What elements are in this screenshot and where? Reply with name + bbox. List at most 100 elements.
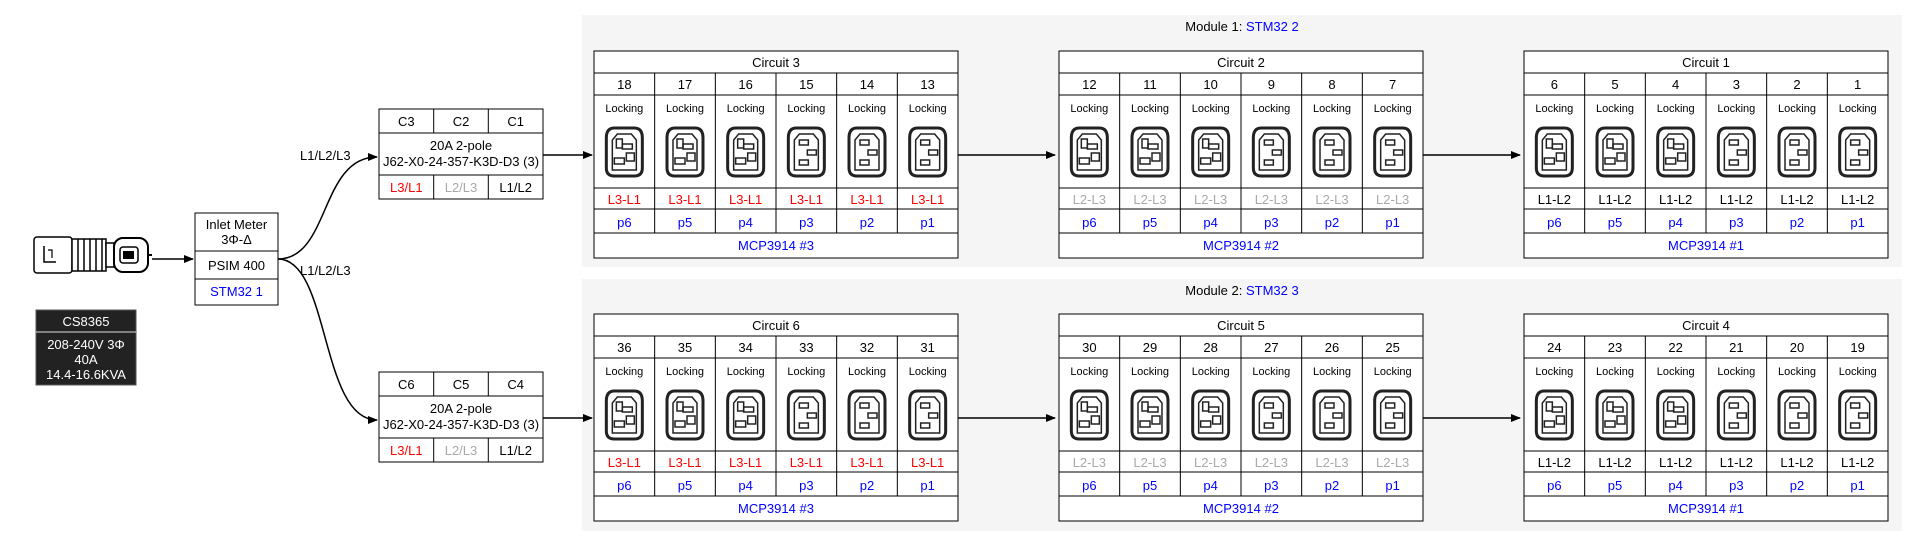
- outlet-phase: L3-L1: [911, 455, 944, 470]
- outlet-pin-link[interactable]: p2: [1790, 215, 1804, 230]
- outlet-pin-link[interactable]: p4: [1668, 478, 1682, 493]
- outlet-type: Locking: [666, 103, 704, 115]
- outlet-pin-link[interactable]: p3: [799, 215, 813, 230]
- outlet-type: Locking: [1657, 366, 1695, 378]
- outlet-pin-link[interactable]: p1: [920, 215, 934, 230]
- plug-model: CS8365: [63, 314, 110, 329]
- outlet-pin-link[interactable]: p6: [1547, 478, 1561, 493]
- outlet-pin-link[interactable]: p4: [1203, 478, 1217, 493]
- outlet-pin-link[interactable]: p1: [920, 478, 934, 493]
- outlet-number: 35: [678, 340, 692, 355]
- plug-icon: [33, 236, 152, 274]
- outlet-number: 26: [1325, 340, 1339, 355]
- outlet-pin-link[interactable]: p6: [1082, 478, 1096, 493]
- adc-chip-link[interactable]: MCP3914 #2: [1203, 501, 1279, 516]
- outlet-pin-link[interactable]: p5: [1143, 478, 1157, 493]
- meter-controller-link[interactable]: STM32 1: [210, 284, 263, 299]
- outlet-type: Locking: [1252, 103, 1290, 115]
- outlet-type: Locking: [666, 366, 704, 378]
- c13-receptacle-icon: [908, 126, 948, 178]
- circuit-title: Circuit 5: [1217, 318, 1265, 333]
- outlet-pin-link[interactable]: p1: [1385, 215, 1399, 230]
- outlet-phase: L2-L3: [1073, 192, 1106, 207]
- outlet-type: Locking: [1131, 103, 1169, 115]
- outlet-type: Locking: [1839, 103, 1877, 115]
- edge-meter-breaker-lower: [277, 258, 378, 424]
- meter-model: PSIM 400: [208, 258, 265, 273]
- outlet-number: 20: [1790, 340, 1804, 355]
- outlet-pin-link[interactable]: p3: [1264, 478, 1278, 493]
- c19-receptacle-icon: [665, 126, 705, 178]
- outlet-type: Locking: [1717, 366, 1755, 378]
- outlet-phase: L1-L2: [1538, 192, 1571, 207]
- feed-label-upper: L1/L2/L3: [300, 148, 351, 163]
- outlet-pin-link[interactable]: p3: [1264, 215, 1278, 230]
- outlet-pin-link[interactable]: p6: [1082, 215, 1096, 230]
- c19-receptacle-icon: [1191, 389, 1231, 441]
- outlet-pin-link[interactable]: p5: [678, 478, 692, 493]
- outlet-number: 36: [617, 340, 631, 355]
- outlet-pin-link[interactable]: p6: [617, 478, 631, 493]
- outlet-pin-link[interactable]: p3: [799, 478, 813, 493]
- outlet-type: Locking: [909, 366, 947, 378]
- module-2-controller-link[interactable]: STM32 3: [1246, 283, 1299, 298]
- breaker-upper: C3 C2 C1 20A 2-pole J62-X0-24-357-K3D-D3…: [378, 108, 544, 200]
- outlet-pin-link[interactable]: p4: [738, 478, 752, 493]
- outlet-pin-link[interactable]: p1: [1850, 478, 1864, 493]
- outlet-phase: L3-L1: [729, 192, 762, 207]
- adc-chip-link[interactable]: MCP3914 #3: [738, 501, 814, 516]
- outlet-phase: L1-L2: [1720, 192, 1753, 207]
- outlet-pin-link[interactable]: p1: [1385, 478, 1399, 493]
- outlet-pin-link[interactable]: p3: [1729, 215, 1743, 230]
- breaker-lower-phase: L3/L1: [390, 443, 423, 458]
- outlet-pin-link[interactable]: p2: [860, 478, 874, 493]
- c19-receptacle-icon: [604, 126, 644, 178]
- c19-receptacle-icon: [1595, 389, 1635, 441]
- outlet-phase: L3-L1: [729, 455, 762, 470]
- outlet-pin-link[interactable]: p5: [678, 215, 692, 230]
- breaker-lower: C6 C5 C4 20A 2-pole J62-X0-24-357-K3D-D3…: [378, 371, 544, 463]
- outlet-pin-link[interactable]: p4: [1203, 215, 1217, 230]
- breaker-upper-rating: 20A 2-pole: [430, 138, 492, 153]
- outlet-pin-link[interactable]: p6: [1547, 215, 1561, 230]
- meter-phase: 3Φ-Δ: [221, 232, 252, 247]
- outlet-pin-link[interactable]: p1: [1850, 215, 1864, 230]
- outlet-pin-link[interactable]: p6: [617, 215, 631, 230]
- c19-receptacle-icon: [1656, 126, 1696, 178]
- adc-chip-link[interactable]: MCP3914 #3: [738, 238, 814, 253]
- c13-receptacle-icon: [847, 126, 887, 178]
- outlet-pin-link[interactable]: p2: [860, 215, 874, 230]
- c19-receptacle-icon: [726, 389, 766, 441]
- outlet-number: 34: [738, 340, 752, 355]
- outlet-number: 2: [1793, 77, 1800, 92]
- outlet-number: 33: [799, 340, 813, 355]
- adc-chip-link[interactable]: MCP3914 #1: [1668, 238, 1744, 253]
- module-1-controller-link[interactable]: STM32 2: [1246, 19, 1299, 34]
- outlet-pin-link[interactable]: p5: [1143, 215, 1157, 230]
- outlet-pin-link[interactable]: p3: [1729, 478, 1743, 493]
- outlet-pin-link[interactable]: p2: [1790, 478, 1804, 493]
- outlet-pin-link[interactable]: p2: [1325, 478, 1339, 493]
- c19-receptacle-icon: [1069, 126, 1109, 178]
- outlet-pin-link[interactable]: p4: [1668, 215, 1682, 230]
- outlet-pin-link[interactable]: p5: [1608, 215, 1622, 230]
- c13-receptacle-icon: [908, 389, 948, 441]
- adc-chip-link[interactable]: MCP3914 #1: [1668, 501, 1744, 516]
- outlet-type: Locking: [909, 103, 947, 115]
- outlet-phase: L2-L3: [1255, 455, 1288, 470]
- outlet-pin-link[interactable]: p5: [1608, 478, 1622, 493]
- c19-receptacle-icon: [1069, 389, 1109, 441]
- c13-receptacle-icon: [786, 389, 826, 441]
- outlet-number: 13: [920, 77, 934, 92]
- outlet-pin-link[interactable]: p4: [738, 215, 752, 230]
- outlet-type: Locking: [1374, 366, 1412, 378]
- outlet-type: Locking: [1313, 366, 1351, 378]
- outlet-phase: L1-L2: [1659, 192, 1692, 207]
- outlet-pin-link[interactable]: p2: [1325, 215, 1339, 230]
- outlet-phase: L3-L1: [668, 455, 701, 470]
- c13-receptacle-icon: [1838, 126, 1878, 178]
- adc-chip-link[interactable]: MCP3914 #2: [1203, 238, 1279, 253]
- outlet-number: 16: [738, 77, 752, 92]
- outlet-type: Locking: [1778, 103, 1816, 115]
- circuit-table: [593, 50, 959, 259]
